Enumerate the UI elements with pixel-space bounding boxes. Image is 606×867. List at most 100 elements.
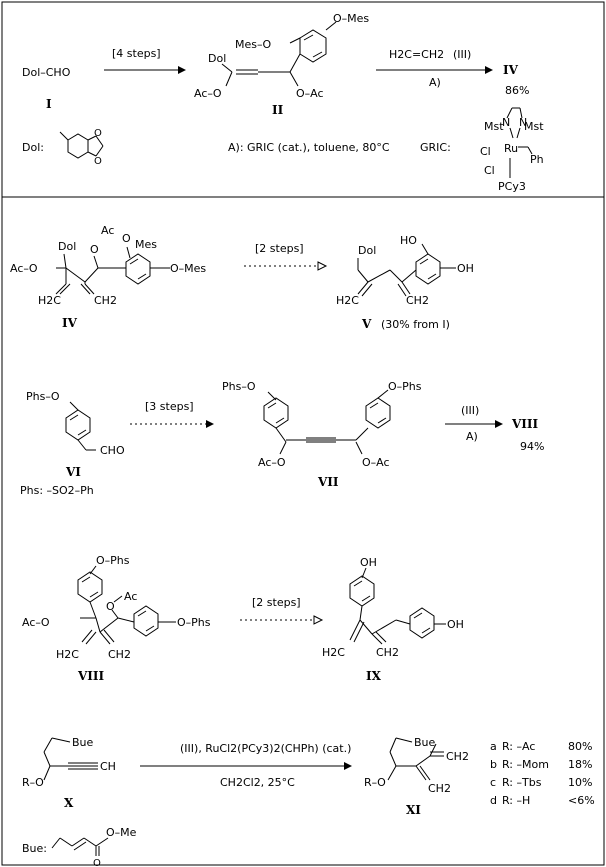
IX-OH-top: OH bbox=[360, 556, 377, 569]
compound-V: Dol HO OH H2C CH2 V (30% from I) bbox=[336, 234, 474, 331]
IV-Mes: Mes bbox=[135, 238, 157, 251]
compound-V-yield: (30% from I) bbox=[381, 318, 450, 331]
bue-legend-label: Bue: bbox=[22, 842, 47, 855]
step1-arrowhead bbox=[178, 66, 186, 74]
ring-IX-top bbox=[349, 575, 375, 607]
X-CH: CH bbox=[100, 760, 116, 773]
V-CH2: CH2 bbox=[406, 294, 429, 307]
step5-reagent-III: (III) bbox=[461, 404, 479, 417]
X-Bue: Bue bbox=[72, 736, 94, 749]
ring-II bbox=[299, 29, 327, 63]
II-OAc: O–Ac bbox=[296, 87, 324, 100]
result-b-key: b bbox=[490, 758, 497, 771]
step3-conditions: [2 steps] bbox=[255, 242, 304, 255]
svg-text:O: O bbox=[94, 156, 102, 167]
step4-arrowhead bbox=[206, 420, 214, 428]
step3-arrowhead bbox=[317, 261, 328, 271]
XI-CH2-lower: CH2 bbox=[428, 782, 451, 795]
bue-structure: O O–Me bbox=[51, 826, 137, 867]
scheme-4: O–Phs Ac–O O Ac O–Phs H2C CH2 bbox=[22, 554, 464, 683]
step4-conditions: [3 steps] bbox=[145, 400, 194, 413]
step1-conditions: [4 steps] bbox=[112, 47, 161, 60]
compound-II: O–Mes Mes–O Dol Ac–O O–Ac II bbox=[194, 12, 369, 117]
gric-n-left: N bbox=[502, 116, 510, 129]
IV-Dol: Dol bbox=[58, 240, 76, 253]
IV-OMes: O–Mes bbox=[170, 262, 206, 275]
VIII-H2C: H2C bbox=[56, 648, 79, 661]
svg-text:O: O bbox=[94, 128, 102, 139]
compound-I-label: I bbox=[46, 97, 52, 111]
result-d-yield: <6% bbox=[568, 794, 595, 807]
VII-AcO: Ac–O bbox=[258, 456, 286, 469]
ring-VI bbox=[65, 409, 91, 441]
V-OH: OH bbox=[457, 262, 474, 275]
compound-XI: Bue R–O CH2 CH2 XI bbox=[364, 736, 469, 817]
gric-mst-left: Mst bbox=[484, 120, 504, 133]
compound-X-label: X bbox=[64, 796, 74, 810]
ring-IV bbox=[125, 253, 151, 285]
IX-H2C: H2C bbox=[322, 646, 345, 659]
compound-VI-label: VI bbox=[65, 465, 81, 479]
gric-n-right: N bbox=[519, 116, 527, 129]
XI-CH2-upper: CH2 bbox=[446, 750, 469, 763]
step5-arrowhead bbox=[495, 420, 503, 428]
ring-IX-right bbox=[409, 607, 435, 639]
compound-VI: Phs–O CHO VI Phs: –SO2–Ph bbox=[20, 390, 125, 497]
VII-OPhs-right: O–Phs bbox=[388, 380, 422, 393]
compound-VIII-label-top: VIII bbox=[511, 417, 539, 431]
IV-Ac: Ac bbox=[101, 224, 114, 237]
step7-conditions-bottom: CH2Cl2, 25°C bbox=[220, 776, 295, 789]
compound-II-label: II bbox=[272, 103, 284, 117]
XI-Bue: Bue bbox=[414, 736, 436, 749]
condition-A-description: A): GRIC (cat.), toluene, 80°C bbox=[228, 141, 390, 154]
step5-condition-A: A) bbox=[466, 430, 478, 443]
IX-OH-right: OH bbox=[447, 618, 464, 631]
IV-O1: O bbox=[90, 243, 99, 256]
ring-VII-right bbox=[365, 397, 391, 429]
result-a-yield: 80% bbox=[568, 740, 592, 753]
scheme-1: Dol–CHO I [4 steps] O–Mes Mes–O Dol Ac–O… bbox=[22, 12, 544, 193]
result-b-yield: 18% bbox=[568, 758, 592, 771]
II-O-Mes-top: O–Mes bbox=[333, 12, 369, 25]
gric-ph: Ph bbox=[530, 153, 544, 166]
step2-condition-A: A) bbox=[429, 76, 441, 89]
compound-VII-label: VII bbox=[317, 475, 339, 489]
compound-IV-label: IV bbox=[62, 316, 78, 330]
V-HO: HO bbox=[400, 234, 417, 247]
scheme-2: Mes Ac O O O–Mes Dol Ac–O H2C CH2 bbox=[10, 224, 474, 331]
VIII-AcO: Ac–O bbox=[22, 616, 50, 629]
dol-legend-label: Dol: bbox=[22, 141, 44, 154]
compound-VIII: O–Phs Ac–O O Ac O–Phs H2C CH2 bbox=[22, 554, 211, 683]
ethylene-reagent: H2C=CH2 bbox=[389, 48, 444, 61]
VIII-Ac: Ac bbox=[124, 590, 137, 603]
reagent-III-id: (III) bbox=[453, 48, 471, 61]
IX-CH2: CH2 bbox=[376, 646, 399, 659]
bue-carbonyl-o: O bbox=[93, 858, 101, 867]
VIII-O-ac: O bbox=[106, 600, 115, 613]
ring-V bbox=[415, 253, 441, 285]
gric-mst-right: Mst bbox=[524, 120, 544, 133]
V-Dol: Dol bbox=[358, 244, 376, 257]
compound-VII: Phs–O O–Phs Ac–O O–Ac VII bbox=[222, 380, 422, 489]
compound-V-label: V bbox=[361, 317, 372, 331]
gric-pcy3: PCy3 bbox=[498, 180, 526, 193]
compound-IV-label-top: IV bbox=[503, 63, 519, 77]
scheme-3: Phs–O CHO VI Phs: –SO2–Ph [3 steps] Phs–… bbox=[20, 380, 544, 497]
IV-CH2: CH2 bbox=[94, 294, 117, 307]
ring-VII-left bbox=[263, 397, 289, 429]
V-H2C: H2C bbox=[336, 294, 359, 307]
step7-arrowhead bbox=[344, 762, 352, 770]
dol-structure: O O bbox=[59, 128, 104, 167]
compound-VIII-yield: 94% bbox=[520, 440, 544, 453]
VII-OAc: O–Ac bbox=[362, 456, 390, 469]
step6-conditions: [2 steps] bbox=[252, 596, 301, 609]
compound-IX: OH OH H2C CH2 IX bbox=[322, 556, 464, 683]
VIII-CH2: CH2 bbox=[108, 648, 131, 661]
bue-OMe: O–Me bbox=[106, 826, 137, 839]
XI-RO: R–O bbox=[364, 776, 386, 789]
step6-arrowhead bbox=[313, 615, 324, 625]
gric-cl-2: Cl bbox=[484, 164, 495, 177]
ring-VIII-top bbox=[77, 571, 103, 603]
